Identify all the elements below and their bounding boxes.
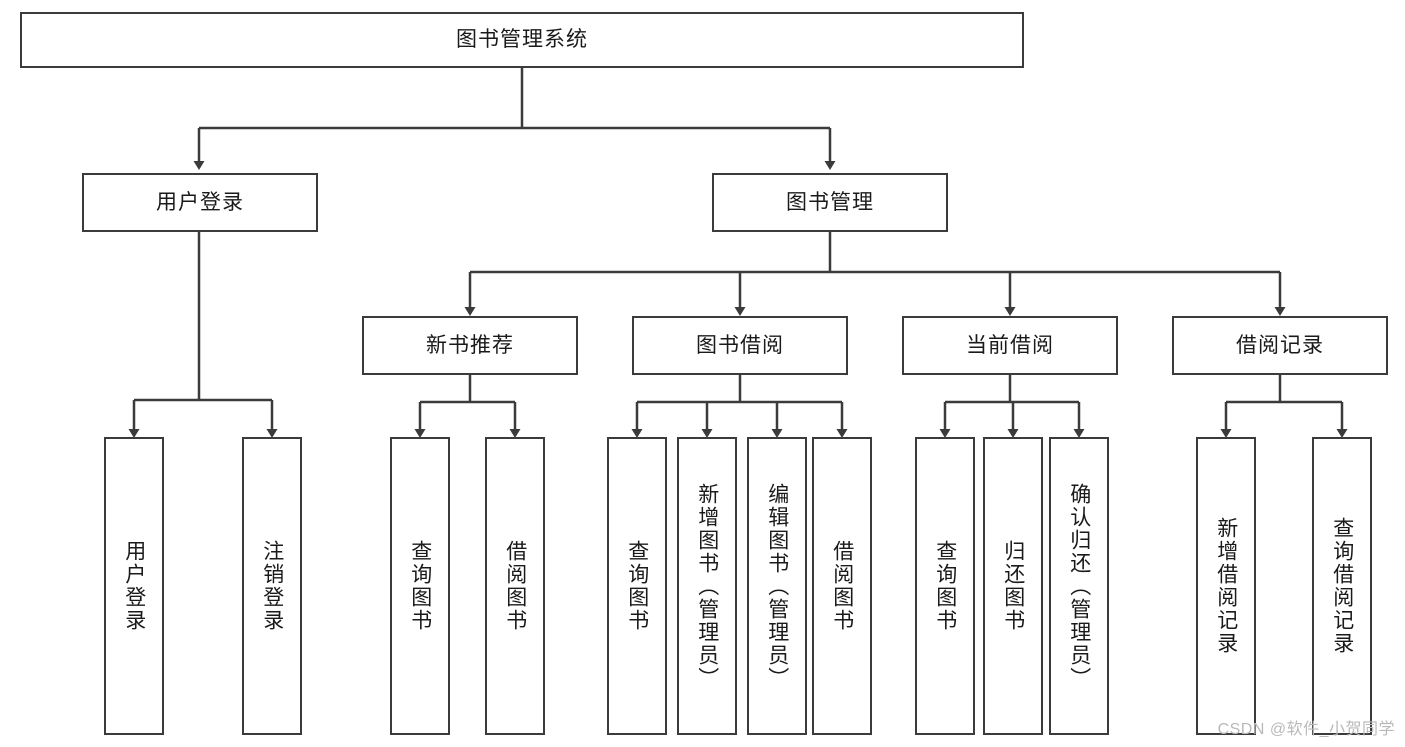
node-label: 借阅记录 — [1236, 333, 1324, 357]
node-label: 新书推荐 — [426, 333, 514, 357]
node-label: 图书管理 — [786, 190, 874, 214]
leaf-book-borrow-query[interactable]: 查询图书 — [607, 437, 667, 735]
leaf-borrow-record-query[interactable]: 查询借阅记录 — [1312, 437, 1372, 735]
leaf-user-login-logout[interactable]: 注销登录 — [242, 437, 302, 735]
leaf-new-book-query[interactable]: 查询图书 — [390, 437, 450, 735]
node-label: 确认归还（管理员） — [1067, 482, 1091, 690]
node-label: 借阅图书 — [503, 540, 527, 632]
node-user-login[interactable]: 用户登录 — [82, 173, 318, 232]
leaf-book-borrow-edit[interactable]: 编辑图书（管理员） — [747, 437, 807, 735]
node-label: 归还图书 — [1001, 540, 1025, 632]
leaf-current-borrow-return[interactable]: 归还图书 — [983, 437, 1043, 735]
node-label: 用户登录 — [122, 540, 146, 632]
node-book-borrow[interactable]: 图书借阅 — [632, 316, 848, 375]
node-root-system[interactable]: 图书管理系统 — [20, 12, 1024, 68]
node-book-management[interactable]: 图书管理 — [712, 173, 948, 232]
leaf-current-borrow-confirm-return[interactable]: 确认归还（管理员） — [1049, 437, 1109, 735]
node-label: 查询图书 — [408, 540, 432, 632]
node-label: 借阅图书 — [830, 540, 854, 632]
node-label: 查询图书 — [625, 540, 649, 632]
node-label: 当前借阅 — [966, 333, 1054, 357]
leaf-user-login-login[interactable]: 用户登录 — [104, 437, 164, 735]
leaf-new-book-borrow[interactable]: 借阅图书 — [485, 437, 545, 735]
node-borrow-record[interactable]: 借阅记录 — [1172, 316, 1388, 375]
leaf-borrow-record-add[interactable]: 新增借阅记录 — [1196, 437, 1256, 735]
watermark-text: CSDN @软件_小贺同学 — [1217, 721, 1395, 738]
node-label: 图书管理系统 — [456, 28, 588, 52]
node-label: 查询借阅记录 — [1330, 517, 1354, 655]
node-label: 图书借阅 — [696, 333, 784, 357]
node-new-book-recommend[interactable]: 新书推荐 — [362, 316, 578, 375]
leaf-current-borrow-query[interactable]: 查询图书 — [915, 437, 975, 735]
node-label: 查询图书 — [933, 540, 957, 632]
node-current-borrow[interactable]: 当前借阅 — [902, 316, 1118, 375]
node-label: 编辑图书（管理员） — [765, 482, 789, 690]
leaf-book-borrow-add[interactable]: 新增图书（管理员） — [677, 437, 737, 735]
node-label: 用户登录 — [156, 190, 244, 214]
node-label: 注销登录 — [260, 540, 284, 632]
node-label: 新增借阅记录 — [1214, 517, 1238, 655]
node-label: 新增图书（管理员） — [695, 482, 719, 690]
leaf-book-borrow-borrow[interactable]: 借阅图书 — [812, 437, 872, 735]
